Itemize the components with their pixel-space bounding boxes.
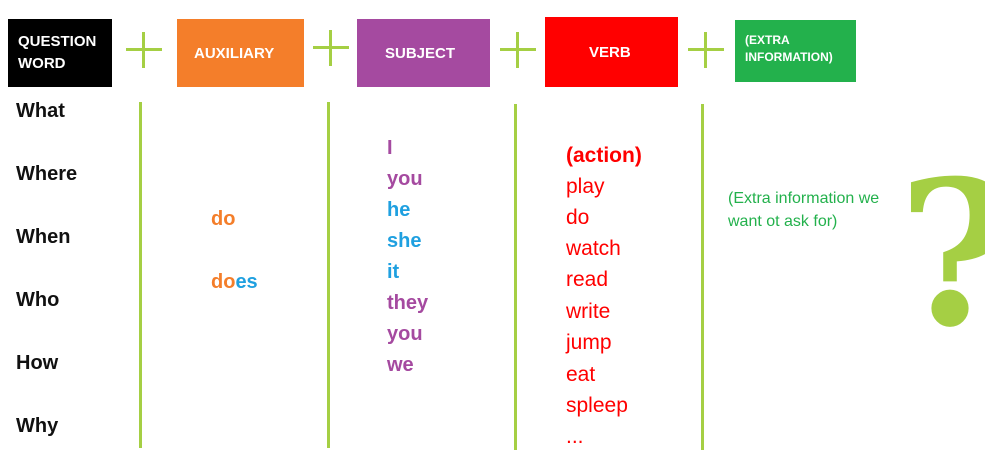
verb-watch: watch — [566, 237, 621, 260]
plus-sign-2 — [313, 30, 349, 66]
question-mark-icon: ? — [898, 155, 985, 355]
verb-ellipsis: ... — [566, 425, 584, 448]
subject-i: I — [387, 137, 393, 159]
verb-header-label: VERB — [589, 43, 631, 61]
subject-he: he — [387, 199, 411, 221]
subject-you-plural: you — [387, 323, 423, 345]
subject-it: it — [387, 261, 400, 283]
auxiliary-does-root: do — [211, 271, 236, 293]
question-word-when: When — [16, 226, 71, 248]
question-word-who: Who — [16, 289, 60, 311]
auxiliary-header-label: AUXILIARY — [194, 44, 275, 62]
plus-sign-1 — [126, 32, 162, 68]
subject-you: you — [387, 168, 423, 190]
question-word-how: How — [16, 352, 59, 374]
verb-play: play — [566, 175, 605, 198]
auxiliary-does-ending: es — [235, 271, 258, 293]
verb-spleep: spleep — [566, 394, 628, 417]
subject-she: she — [387, 230, 422, 252]
subject-we: we — [387, 354, 414, 376]
subject-they: they — [387, 292, 429, 314]
verb-eat: eat — [566, 363, 596, 386]
subject-header-label: SUBJECT — [385, 44, 456, 62]
verb-header: VERB — [545, 17, 678, 87]
auxiliary-do: do — [211, 208, 236, 230]
auxiliary-does: does — [211, 271, 258, 294]
question-word-what: What — [16, 100, 65, 122]
question-word-header: QUESTION WORD — [8, 19, 112, 87]
verb-jump: jump — [566, 331, 612, 354]
question-word-why: Why — [16, 415, 59, 437]
verb-write: write — [566, 300, 611, 323]
plus-sign-4 — [688, 32, 724, 68]
verb-read: read — [566, 268, 609, 291]
question-word-where: Where — [16, 163, 78, 185]
column-divider-3 — [514, 104, 517, 450]
verb-do: do — [566, 206, 590, 229]
extra-information-header: (EXTRA INFORMATION) — [735, 20, 856, 82]
extra-information-header-label: (EXTRA INFORMATION) — [745, 33, 833, 64]
question-word-header-label: QUESTION WORD — [18, 33, 97, 72]
extra-information-text: (Extra information we want ot ask for) — [728, 190, 880, 230]
subject-header: SUBJECT — [357, 19, 490, 87]
column-divider-2 — [327, 102, 330, 448]
plus-sign-3 — [500, 32, 536, 68]
column-divider-4 — [701, 104, 704, 450]
auxiliary-header: AUXILIARY — [177, 19, 304, 87]
column-divider-1 — [139, 102, 142, 448]
verb-action-label: (action) — [566, 144, 642, 167]
